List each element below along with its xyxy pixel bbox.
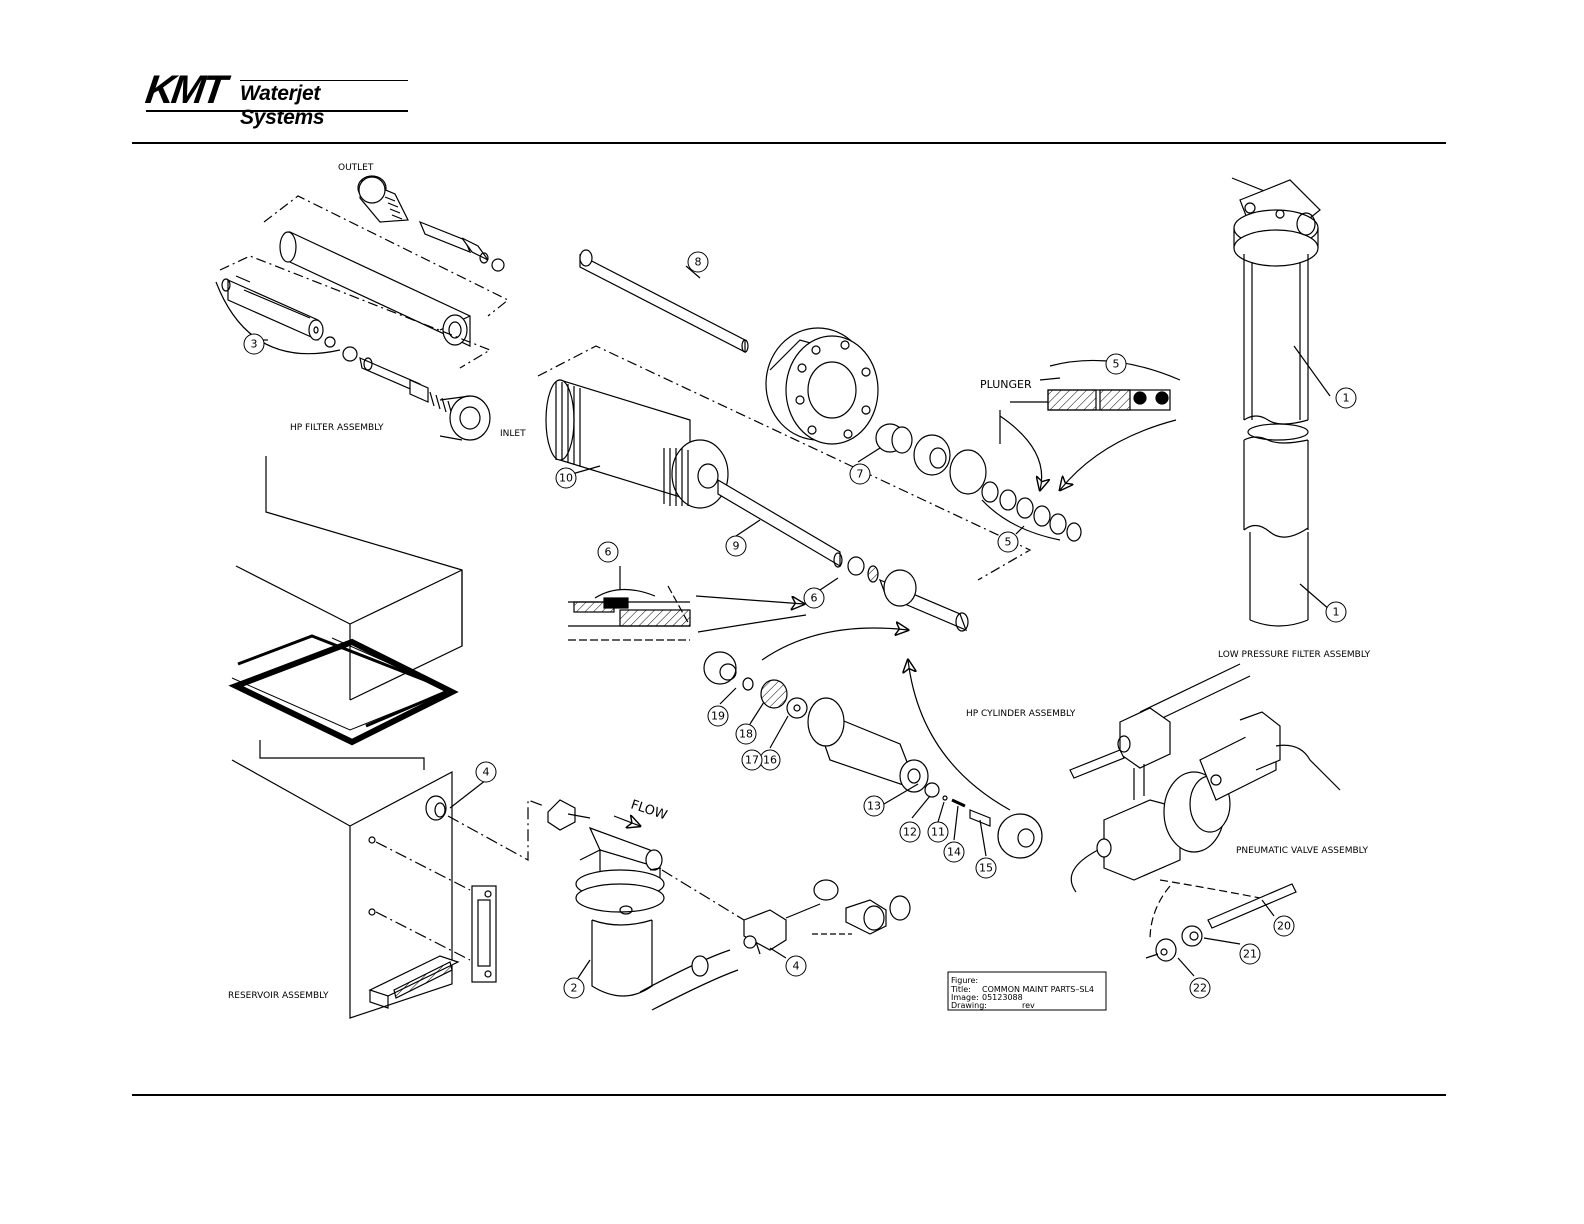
svg-text:19: 19 xyxy=(711,710,725,723)
svg-text:15: 15 xyxy=(979,862,993,875)
label-hp-filter-assembly: HP FILTER ASSEMBLY xyxy=(290,423,384,433)
callout-8: 8 xyxy=(688,252,708,272)
bowl-filter xyxy=(548,800,910,1010)
label-reservoir-assembly: RESERVOIR ASSEMBLY xyxy=(228,991,329,1001)
callout-11: 11 xyxy=(928,822,948,842)
callout-22: 22 xyxy=(1190,978,1210,998)
callout-19: 19 xyxy=(708,706,728,726)
title-block: Figure: Title: COMMON MAINT PARTS–SL4 Im… xyxy=(948,972,1106,1010)
svg-text:12: 12 xyxy=(903,826,917,839)
label-outlet: OUTLET xyxy=(338,163,374,173)
svg-text:4: 4 xyxy=(483,766,490,779)
callout-3: 3 xyxy=(244,334,264,354)
callout-20: 20 xyxy=(1274,916,1294,936)
svg-text:5: 5 xyxy=(1113,358,1120,371)
callout-18: 18 xyxy=(736,724,756,744)
callout-9: 9 xyxy=(726,536,746,556)
svg-text:1: 1 xyxy=(1343,392,1350,405)
callout-12: 12 xyxy=(900,822,920,842)
callout-4-top: 4 xyxy=(476,762,496,782)
svg-text:16: 16 xyxy=(763,754,777,767)
callout-7: 7 xyxy=(850,464,870,484)
svg-text:8: 8 xyxy=(695,256,702,269)
svg-text:21: 21 xyxy=(1243,948,1257,961)
label-low-pressure-filter-assembly: LOW PRESSURE FILTER ASSEMBLY xyxy=(1218,650,1371,660)
callout-16: 16 xyxy=(760,750,780,770)
label-plunger: PLUNGER xyxy=(980,378,1032,391)
label-inlet: INLET xyxy=(500,429,526,439)
callout-21: 21 xyxy=(1240,944,1260,964)
svg-text:14: 14 xyxy=(947,846,961,859)
callout-14: 14 xyxy=(944,842,964,862)
svg-text:6: 6 xyxy=(605,546,612,559)
callout-1-bottom: 1 xyxy=(1326,602,1346,622)
label-pneumatic-valve-assembly: PNEUMATIC VALVE ASSEMBLY xyxy=(1236,846,1368,856)
svg-text:6: 6 xyxy=(811,592,818,605)
callout-15: 15 xyxy=(976,858,996,878)
svg-text:11: 11 xyxy=(931,826,945,839)
label-flow: FLOW xyxy=(629,798,669,824)
reservoir-assembly xyxy=(232,456,544,1018)
callout-4-bottom: 4 xyxy=(786,956,806,976)
svg-text:5: 5 xyxy=(1005,536,1012,549)
image-value: 05123088 xyxy=(982,993,1023,1002)
svg-text:22: 22 xyxy=(1193,982,1207,995)
svg-text:10: 10 xyxy=(559,472,573,485)
drawing-label: Drawing: xyxy=(951,1001,987,1010)
hp-filter-assembly xyxy=(216,176,508,440)
svg-text:20: 20 xyxy=(1277,920,1291,933)
callout-17: 17 xyxy=(742,750,762,770)
svg-text:9: 9 xyxy=(733,540,740,553)
pneumatic-valve-assembly xyxy=(1070,664,1340,961)
svg-text:2: 2 xyxy=(571,982,578,995)
callout-13: 13 xyxy=(864,796,884,816)
callout-6: 6 xyxy=(804,588,824,608)
low-pressure-filter-assembly xyxy=(1232,178,1330,626)
svg-text:18: 18 xyxy=(739,728,753,741)
callout-5-bottom: 5 xyxy=(998,532,1018,552)
svg-text:7: 7 xyxy=(857,468,864,481)
svg-text:13: 13 xyxy=(867,800,881,813)
callout-1-top: 1 xyxy=(1336,388,1356,408)
callout-5-top: 5 xyxy=(1106,354,1126,374)
callout-6-detail: 6 xyxy=(598,542,618,562)
svg-text:3: 3 xyxy=(251,338,258,351)
rev-label: rev xyxy=(1022,1001,1035,1010)
callout-10: 10 xyxy=(556,468,576,488)
figure-label: Figure: xyxy=(951,976,978,985)
svg-text:4: 4 xyxy=(793,960,800,973)
label-hp-cylinder-assembly: HP CYLINDER ASSEMBLY xyxy=(966,709,1076,719)
svg-text:17: 17 xyxy=(745,754,759,767)
callout-2: 2 xyxy=(564,978,584,998)
svg-text:1: 1 xyxy=(1333,606,1340,619)
